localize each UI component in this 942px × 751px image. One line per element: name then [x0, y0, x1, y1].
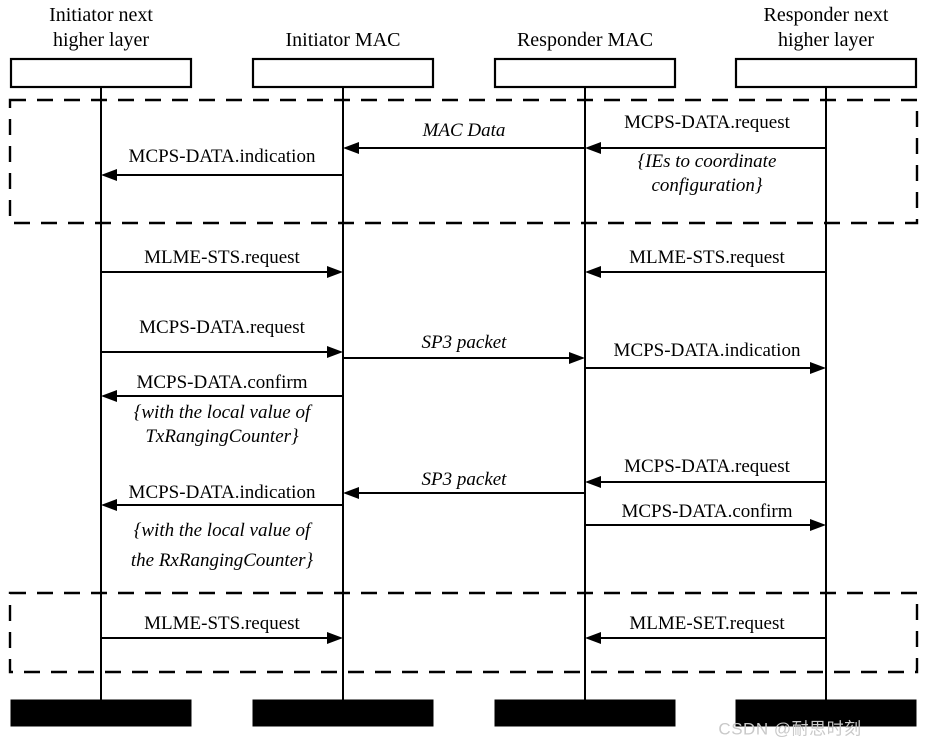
msg-sp3-packet-forward-label: SP3 packet [422, 332, 508, 353]
msg-mcps-data-request-responder-2: MCPS-DATA.request [585, 456, 826, 488]
lane-box-responder-next-higher-layer [734, 57, 918, 89]
msg-mcps-data-indication-initiator-label: MCPS-DATA.indication [129, 146, 316, 167]
msg-mcps-data-indication-initiator-2-arrowhead-icon [101, 499, 117, 511]
msg-mcps-data-confirm-responder-label: MCPS-DATA.confirm [621, 501, 792, 522]
msg-mac-data-arrowhead-icon [343, 142, 359, 154]
msg-mlme-sts-request-initiator-2-arrowhead-icon [327, 632, 343, 644]
msg-mcps-data-indication-initiator-2-note-line1: {with the local value of [134, 520, 313, 541]
msg-mlme-sts-request-responder-1-label: MLME-STS.request [629, 247, 785, 268]
msg-mcps-data-request-responder-note-line1: {IEs to coordinate [638, 151, 777, 172]
watermark-text: CSDN @耐思时刻 [718, 719, 862, 739]
lane-title-initiator-next-higher-layer-line2: higher layer [53, 29, 149, 51]
msg-mcps-data-request-responder-2-label: MCPS-DATA.request [624, 456, 791, 477]
lane-title-responder-next-higher-layer-line1: Responder next [764, 4, 889, 26]
msg-mcps-data-request-responder-arrowhead-icon [585, 142, 601, 154]
region-configuration-coordination [8, 98, 919, 225]
lane-box-responder-mac [493, 57, 677, 89]
msg-mlme-sts-request-initiator-1-arrowhead-icon [327, 266, 343, 278]
msg-mcps-data-request-responder-label: MCPS-DATA.request [624, 112, 791, 133]
msg-mcps-data-indication-initiator-2: MCPS-DATA.indication {with the local valu… [101, 482, 343, 571]
msg-mcps-data-indication-responder-arrowhead-icon [810, 362, 826, 374]
msg-mcps-data-request-initiator: MCPS-DATA.request [101, 317, 343, 358]
lane-title-responder-mac: Responder MAC [517, 29, 653, 51]
lane-title-responder-next-higher-layer-line2: higher layer [778, 29, 874, 51]
lane-terminators [10, 699, 917, 727]
msg-mcps-data-indication-initiator-arrowhead-icon [101, 169, 117, 181]
lane-terminator-responder-next-higher-layer [735, 699, 917, 727]
msg-mlme-set-request-responder-arrowhead-icon [585, 632, 601, 644]
msg-mcps-data-request-responder-note-line2: configuration} [651, 175, 762, 196]
lane-box-initiator-mac [251, 57, 435, 89]
msg-mcps-data-request-responder: MCPS-DATA.request {IEs to coordinate confi… [585, 112, 826, 196]
lane-box-initiator-next-higher-layer [9, 57, 193, 89]
region-sts-key-update [8, 591, 919, 674]
msg-sp3-packet-forward-arrowhead-icon [569, 352, 585, 364]
msg-mcps-data-confirm-responder: MCPS-DATA.confirm [585, 501, 826, 531]
msg-mcps-data-request-initiator-arrowhead-icon [327, 346, 343, 358]
msg-mcps-data-request-responder-2-arrowhead-icon [585, 476, 601, 488]
lane-head-boxes [9, 57, 918, 89]
msg-sp3-packet-forward: SP3 packet [343, 332, 585, 364]
msg-mac-data: MAC Data [343, 120, 585, 154]
messages-layer: MCPS-DATA.request {IEs to coordinate confi… [101, 112, 826, 644]
msg-mcps-data-indication-initiator-2-note-line2: the RxRangingCounter} [131, 550, 314, 571]
msg-sp3-packet-reverse-arrowhead-icon [343, 487, 359, 499]
msg-sp3-packet-reverse-label: SP3 packet [422, 469, 508, 490]
lane-terminator-initiator-mac [252, 699, 434, 727]
lane-terminator-initiator-next-higher-layer [10, 699, 192, 727]
msg-mcps-data-confirm-initiator-note-line2: TxRangingCounter} [145, 426, 299, 447]
lane-headers: Initiator next higher layer Initiator MA… [49, 4, 889, 51]
msg-mlme-sts-request-initiator-1: MLME-STS.request [101, 247, 343, 278]
lane-title-initiator-mac: Initiator MAC [286, 29, 401, 51]
msg-mcps-data-confirm-initiator: MCPS-DATA.confirm {with the local value o… [101, 372, 343, 447]
msg-mac-data-label: MAC Data [422, 120, 506, 141]
msg-mlme-sts-request-initiator-2: MLME-STS.request [101, 613, 343, 644]
msg-sp3-packet-reverse: SP3 packet [343, 469, 585, 499]
msg-mlme-set-request-responder-label: MLME-SET.request [629, 613, 785, 634]
msg-mcps-data-confirm-initiator-note-line1: {with the local value of [134, 402, 313, 423]
dashed-regions [8, 98, 919, 674]
msg-mcps-data-indication-initiator-2-label: MCPS-DATA.indication [129, 482, 316, 503]
msg-mlme-set-request-responder: MLME-SET.request [585, 613, 826, 644]
lifelines [100, 87, 827, 712]
msg-mlme-sts-request-initiator-1-label: MLME-STS.request [144, 247, 300, 268]
lane-title-initiator-next-higher-layer-line1: Initiator next [49, 4, 153, 26]
msg-mcps-data-request-initiator-label: MCPS-DATA.request [139, 317, 306, 338]
msg-mcps-data-confirm-responder-arrowhead-icon [810, 519, 826, 531]
msg-mcps-data-indication-responder: MCPS-DATA.indication [585, 340, 826, 374]
msg-mlme-sts-request-initiator-2-label: MLME-STS.request [144, 613, 300, 634]
msg-mcps-data-confirm-initiator-arrowhead-icon [101, 390, 117, 402]
msg-mcps-data-indication-initiator: MCPS-DATA.indication [101, 146, 343, 181]
msg-mlme-sts-request-responder-1-arrowhead-icon [585, 266, 601, 278]
lane-terminator-responder-mac [494, 699, 676, 727]
msg-mcps-data-indication-responder-label: MCPS-DATA.indication [614, 340, 801, 361]
msg-mcps-data-confirm-initiator-label: MCPS-DATA.confirm [136, 372, 307, 393]
msg-mlme-sts-request-responder-1: MLME-STS.request [585, 247, 826, 278]
